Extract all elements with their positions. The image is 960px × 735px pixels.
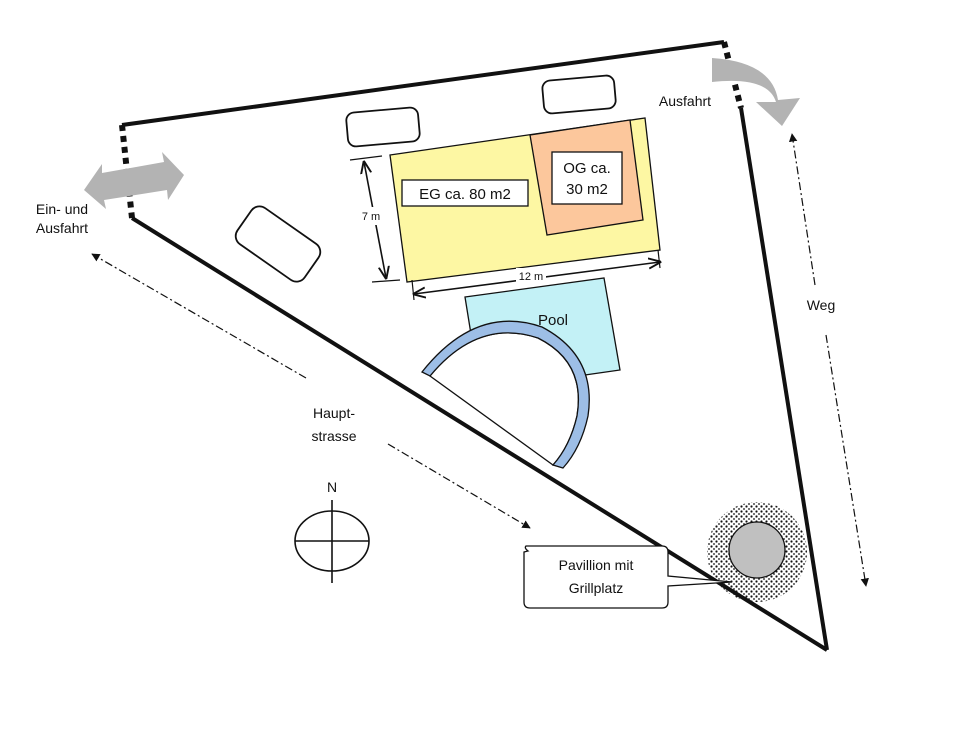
boundary-main-road — [130, 216, 829, 652]
entrance-label-line1: Ein- und — [36, 201, 88, 217]
boundary-top — [121, 40, 725, 127]
compass: N — [294, 479, 370, 583]
entrance-label-line2: Ausfahrt — [36, 220, 88, 236]
compass-north-label: N — [327, 479, 337, 495]
ground-floor-label: EG ca. 80 m2 — [419, 186, 511, 203]
pavilion-label-line2: Grillplatz — [569, 580, 623, 596]
upper-floor-label-line1: OG ca. — [563, 160, 611, 177]
dimension-width-label: 7 m — [362, 211, 380, 223]
car-top-left — [345, 106, 421, 148]
boundary-path-side — [739, 107, 829, 651]
pavilion-callout — [523, 545, 733, 609]
path-label: Weg — [807, 297, 836, 313]
path-arrow-lower — [825, 334, 869, 587]
dimension-length: 12 m — [411, 249, 660, 301]
upper-floor-label-line2: 30 m2 — [566, 181, 608, 198]
entrance-double-arrow — [84, 152, 184, 209]
ground-floor-label-box — [401, 179, 529, 207]
pool-cover-rim — [420, 320, 590, 469]
main-road-label-line2: strasse — [311, 428, 356, 444]
car-top-right — [541, 74, 617, 115]
pavilion-label-line1: Pavillion mit — [559, 557, 634, 573]
exit-curved-arrow — [712, 58, 800, 126]
exit-label: Ausfahrt — [659, 93, 711, 109]
pool-label: Pool — [538, 312, 568, 329]
main-road-arrow-upper — [91, 253, 307, 379]
dimension-width: 7 m — [349, 155, 401, 283]
pavilion — [728, 521, 786, 579]
main-road-label-line1: Haupt- — [313, 405, 355, 421]
car-left — [234, 205, 322, 283]
dimension-length-label: 12 m — [519, 271, 543, 283]
main-road-arrow-lower — [387, 443, 531, 529]
path-arrow-upper — [788, 133, 816, 286]
upper-floor-label-box — [551, 151, 623, 205]
